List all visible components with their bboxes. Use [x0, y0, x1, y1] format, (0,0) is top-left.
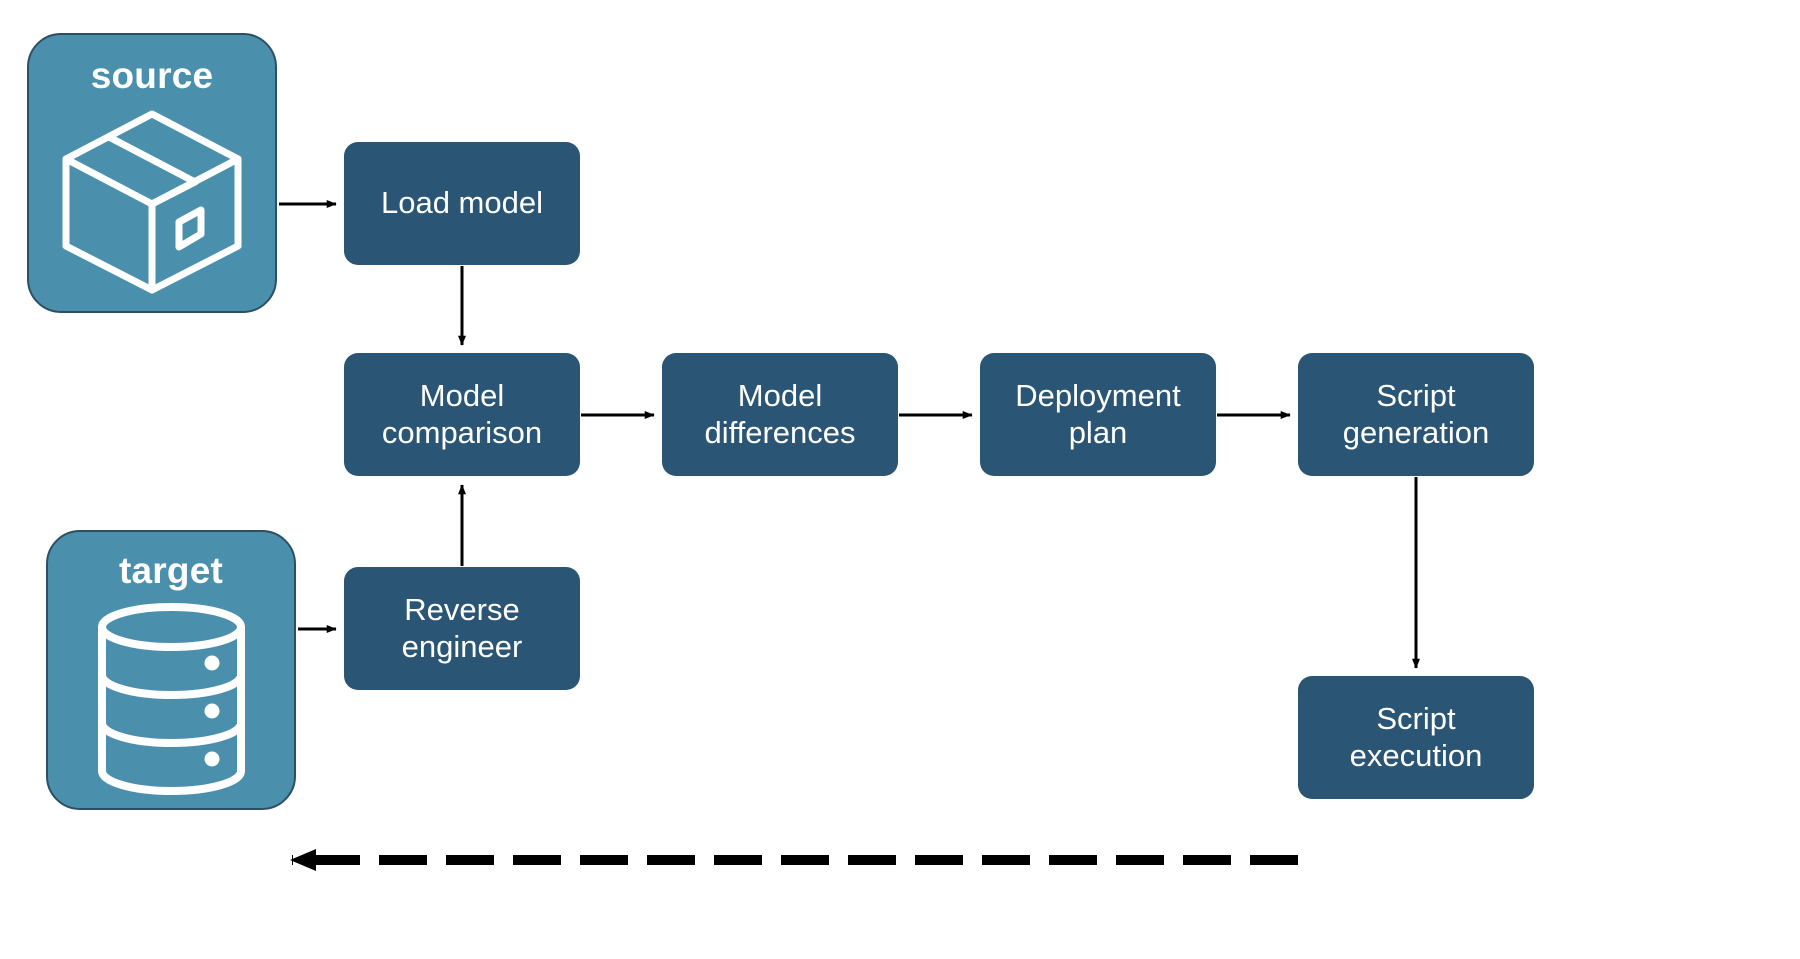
node-load-model[interactable]: Load model: [344, 142, 580, 265]
endpoint-card-source[interactable]: source: [27, 33, 277, 313]
node-label-load-model: Load model: [380, 185, 543, 221]
endpoint-card-target[interactable]: target: [46, 530, 296, 810]
database-cylinder-icon: [97, 603, 245, 795]
endpoint-label-target: target: [119, 550, 223, 591]
endpoint-label-source: source: [90, 55, 214, 96]
package-box-icon: [62, 110, 242, 294]
